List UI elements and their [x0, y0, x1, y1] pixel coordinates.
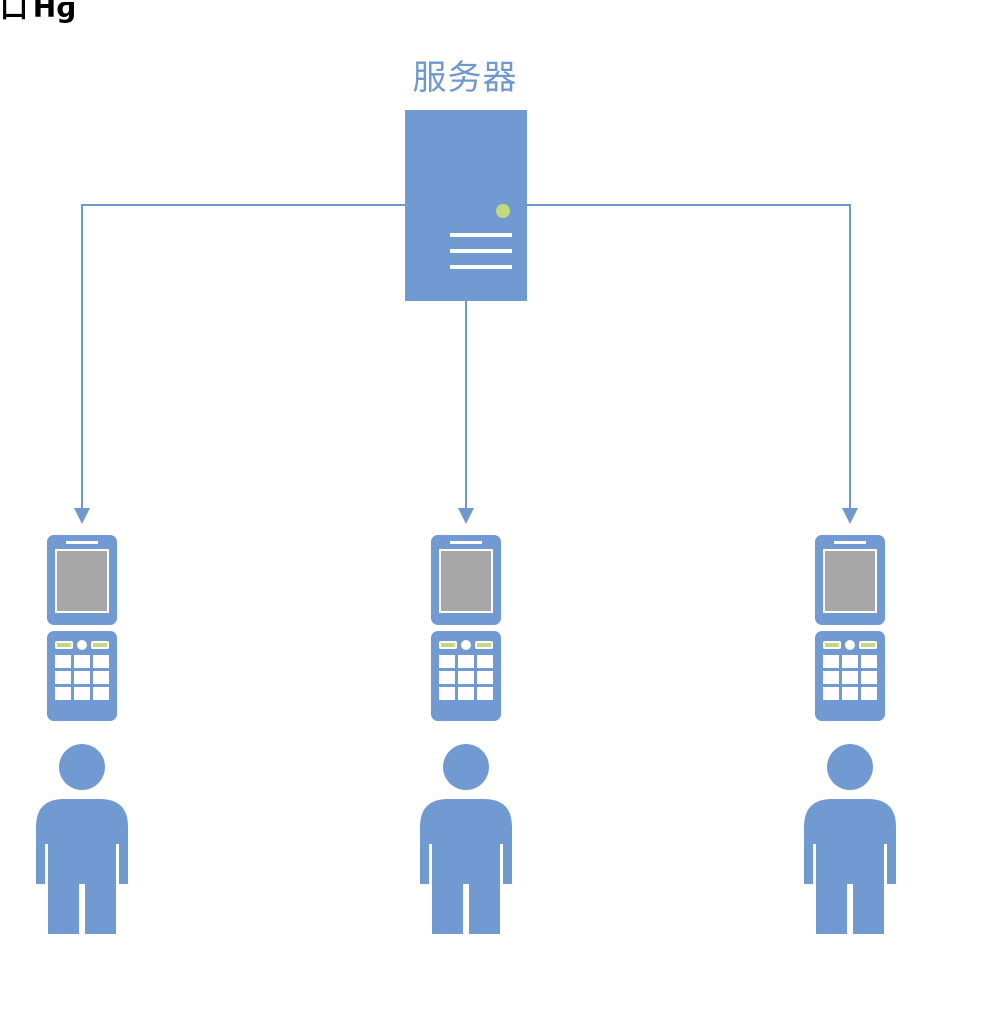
connections — [74, 204, 858, 524]
person-icon — [804, 744, 896, 934]
mobile-phone-icon — [431, 535, 501, 721]
server-icon — [405, 110, 527, 301]
server-label: 服务器 — [412, 58, 518, 98]
client-right — [804, 535, 896, 934]
corner-text: 口Ήɡ — [0, 0, 77, 24]
connection-right — [526, 204, 858, 524]
client-left — [36, 535, 128, 934]
person-icon — [36, 744, 128, 934]
client-middle — [420, 535, 512, 934]
person-icon — [420, 744, 512, 934]
connection-left — [74, 204, 406, 524]
clients-layer — [36, 535, 896, 934]
mobile-phone-icon — [815, 535, 885, 721]
mobile-phone-icon — [47, 535, 117, 721]
